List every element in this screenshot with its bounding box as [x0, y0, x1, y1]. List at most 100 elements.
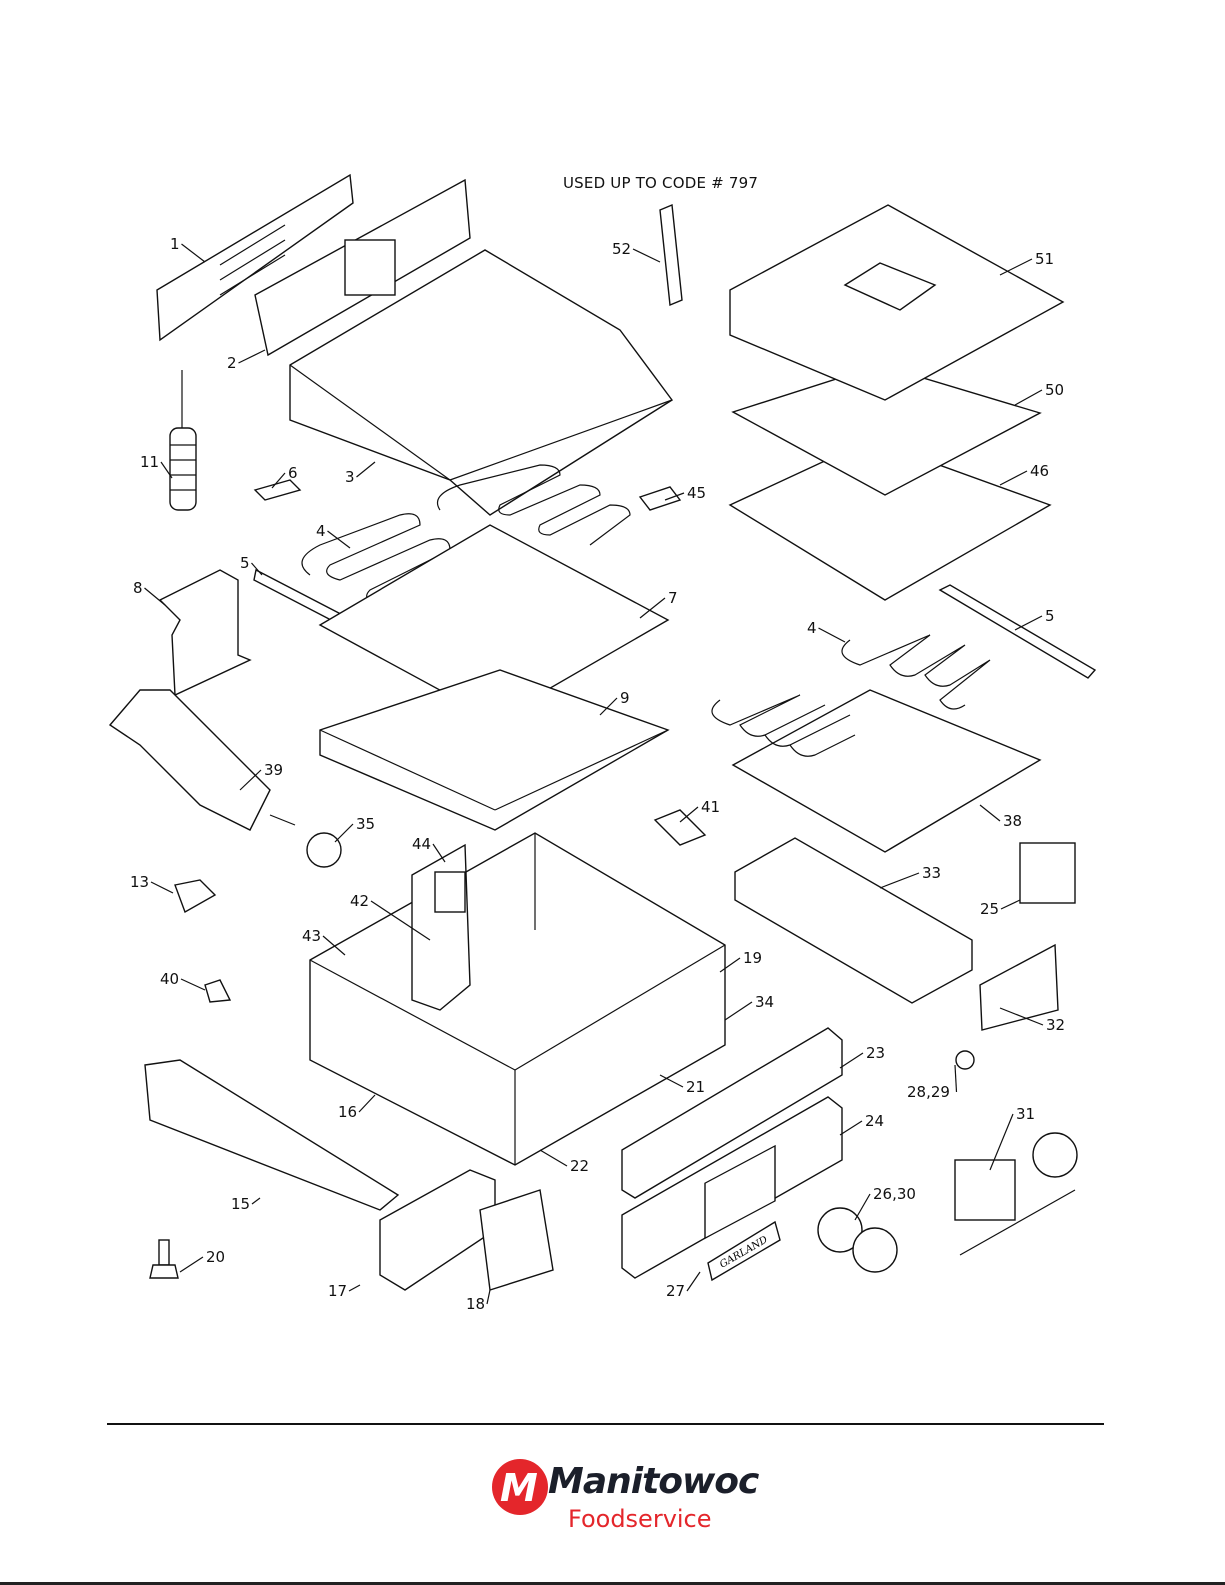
leader-line [955, 1065, 957, 1092]
callout-number: 33 [922, 864, 941, 882]
callout-number: 4 [807, 619, 817, 637]
logo-subtitle: Foodservice [568, 1505, 712, 1533]
callout-40: 40 [160, 970, 205, 990]
leader-line [687, 1272, 700, 1291]
callout-51: 51 [1000, 250, 1054, 275]
callout-4: 4 [807, 619, 845, 642]
callout-number: 13 [130, 873, 149, 891]
callout-11: 11 [140, 453, 172, 478]
callout-18: 18 [466, 1290, 490, 1313]
callout-number: 9 [620, 689, 630, 707]
leader-line [239, 350, 266, 363]
leader-line [840, 1053, 863, 1068]
callout-number: 52 [612, 240, 631, 258]
callout-33: 33 [880, 864, 941, 888]
callout-24: 24 [840, 1112, 884, 1135]
callout-number: 42 [350, 892, 369, 910]
callout-number: 35 [356, 815, 375, 833]
parts-art: GARLAND [110, 175, 1095, 1290]
leader-line [880, 873, 919, 888]
callout-number: 39 [264, 761, 283, 779]
leader-line [1000, 259, 1032, 275]
callout-44: 44 [412, 835, 445, 862]
logo-mark-icon: M [490, 1457, 550, 1517]
leader-line [180, 1257, 203, 1272]
callout-1: 1 [170, 235, 205, 262]
leader-line [151, 882, 173, 893]
leader-line [1015, 390, 1042, 405]
footer-divider [107, 1423, 1104, 1425]
callout-17: 17 [328, 1282, 360, 1300]
part-cabinet [310, 833, 725, 1165]
leader-line [633, 249, 660, 262]
callout-number: 32 [1046, 1016, 1065, 1034]
callout-number: 40 [160, 970, 179, 988]
callout-23: 23 [840, 1044, 885, 1068]
callout-number: 31 [1016, 1105, 1035, 1123]
leader-line [335, 824, 353, 842]
logo-brand: Manitowoc [548, 1461, 758, 1502]
callout-number: 38 [1003, 812, 1022, 830]
callout-number: 20 [206, 1248, 225, 1266]
callout-number: 16 [338, 1103, 357, 1121]
part-switch [1020, 843, 1075, 903]
leader-line [660, 1075, 683, 1087]
callout-28-29: 28,29 [907, 1065, 957, 1101]
part-spring [170, 370, 196, 510]
leader-line [1015, 616, 1042, 630]
callout-5: 5 [240, 554, 262, 575]
callout-number: 51 [1035, 250, 1054, 268]
callout-46: 46 [1000, 462, 1049, 485]
leader-line [980, 805, 1000, 821]
leader-line [357, 462, 376, 477]
callout-number: 22 [570, 1157, 589, 1175]
callout-number: 27 [666, 1282, 685, 1300]
manitowoc-logo: M Manitowoc Foodservice [490, 1455, 730, 1540]
callout-number: 5 [1045, 607, 1055, 625]
callout-number: 24 [865, 1112, 884, 1130]
callout-number: 34 [755, 993, 774, 1011]
callout-27: 27 [666, 1272, 700, 1300]
callout-35: 35 [335, 815, 375, 842]
callout-50: 50 [1015, 381, 1064, 405]
part-element-plate [733, 690, 1040, 852]
part-tray [320, 670, 668, 830]
part-side-bracket [160, 570, 250, 695]
part-drawer [735, 838, 972, 1003]
leader-line [819, 628, 846, 642]
callout-13: 13 [130, 873, 173, 893]
callout-25: 25 [980, 900, 1020, 918]
callout-8: 8 [133, 579, 165, 605]
leader-line [145, 588, 166, 605]
leader-line [359, 1095, 375, 1112]
callout-7: 7 [640, 589, 678, 618]
callout-number: 8 [133, 579, 143, 597]
callout-15: 15 [231, 1195, 260, 1213]
callout-20: 20 [180, 1248, 225, 1272]
leader-line [181, 979, 205, 990]
leader-line [349, 1285, 360, 1291]
exploded-parts-diagram: GARLAND 12311645457893935134442434019342… [0, 0, 1225, 1420]
callout-21: 21 [660, 1075, 705, 1096]
callout-number: 28,29 [907, 1083, 950, 1101]
callout-16: 16 [338, 1095, 375, 1121]
callout-5: 5 [1015, 607, 1055, 630]
callout-number: 3 [345, 468, 355, 486]
leader-line [840, 1121, 862, 1135]
callout-number: 1 [170, 235, 180, 253]
callout-52: 52 [612, 240, 660, 262]
callout-number: 46 [1030, 462, 1049, 480]
callout-number: 15 [231, 1195, 250, 1213]
callout-number: 5 [240, 554, 250, 572]
leader-line [540, 1150, 567, 1166]
callout-number: 45 [687, 484, 706, 502]
callout-number: 19 [743, 949, 762, 967]
callout-number: 11 [140, 453, 159, 471]
callout-22: 22 [540, 1150, 589, 1175]
callout-19: 19 [720, 949, 762, 972]
leader-line [182, 244, 206, 262]
leader-line [725, 1002, 752, 1020]
callout-number: 6 [288, 464, 298, 482]
callout-number: 2 [227, 354, 237, 372]
part-thermostat [955, 1160, 1015, 1220]
